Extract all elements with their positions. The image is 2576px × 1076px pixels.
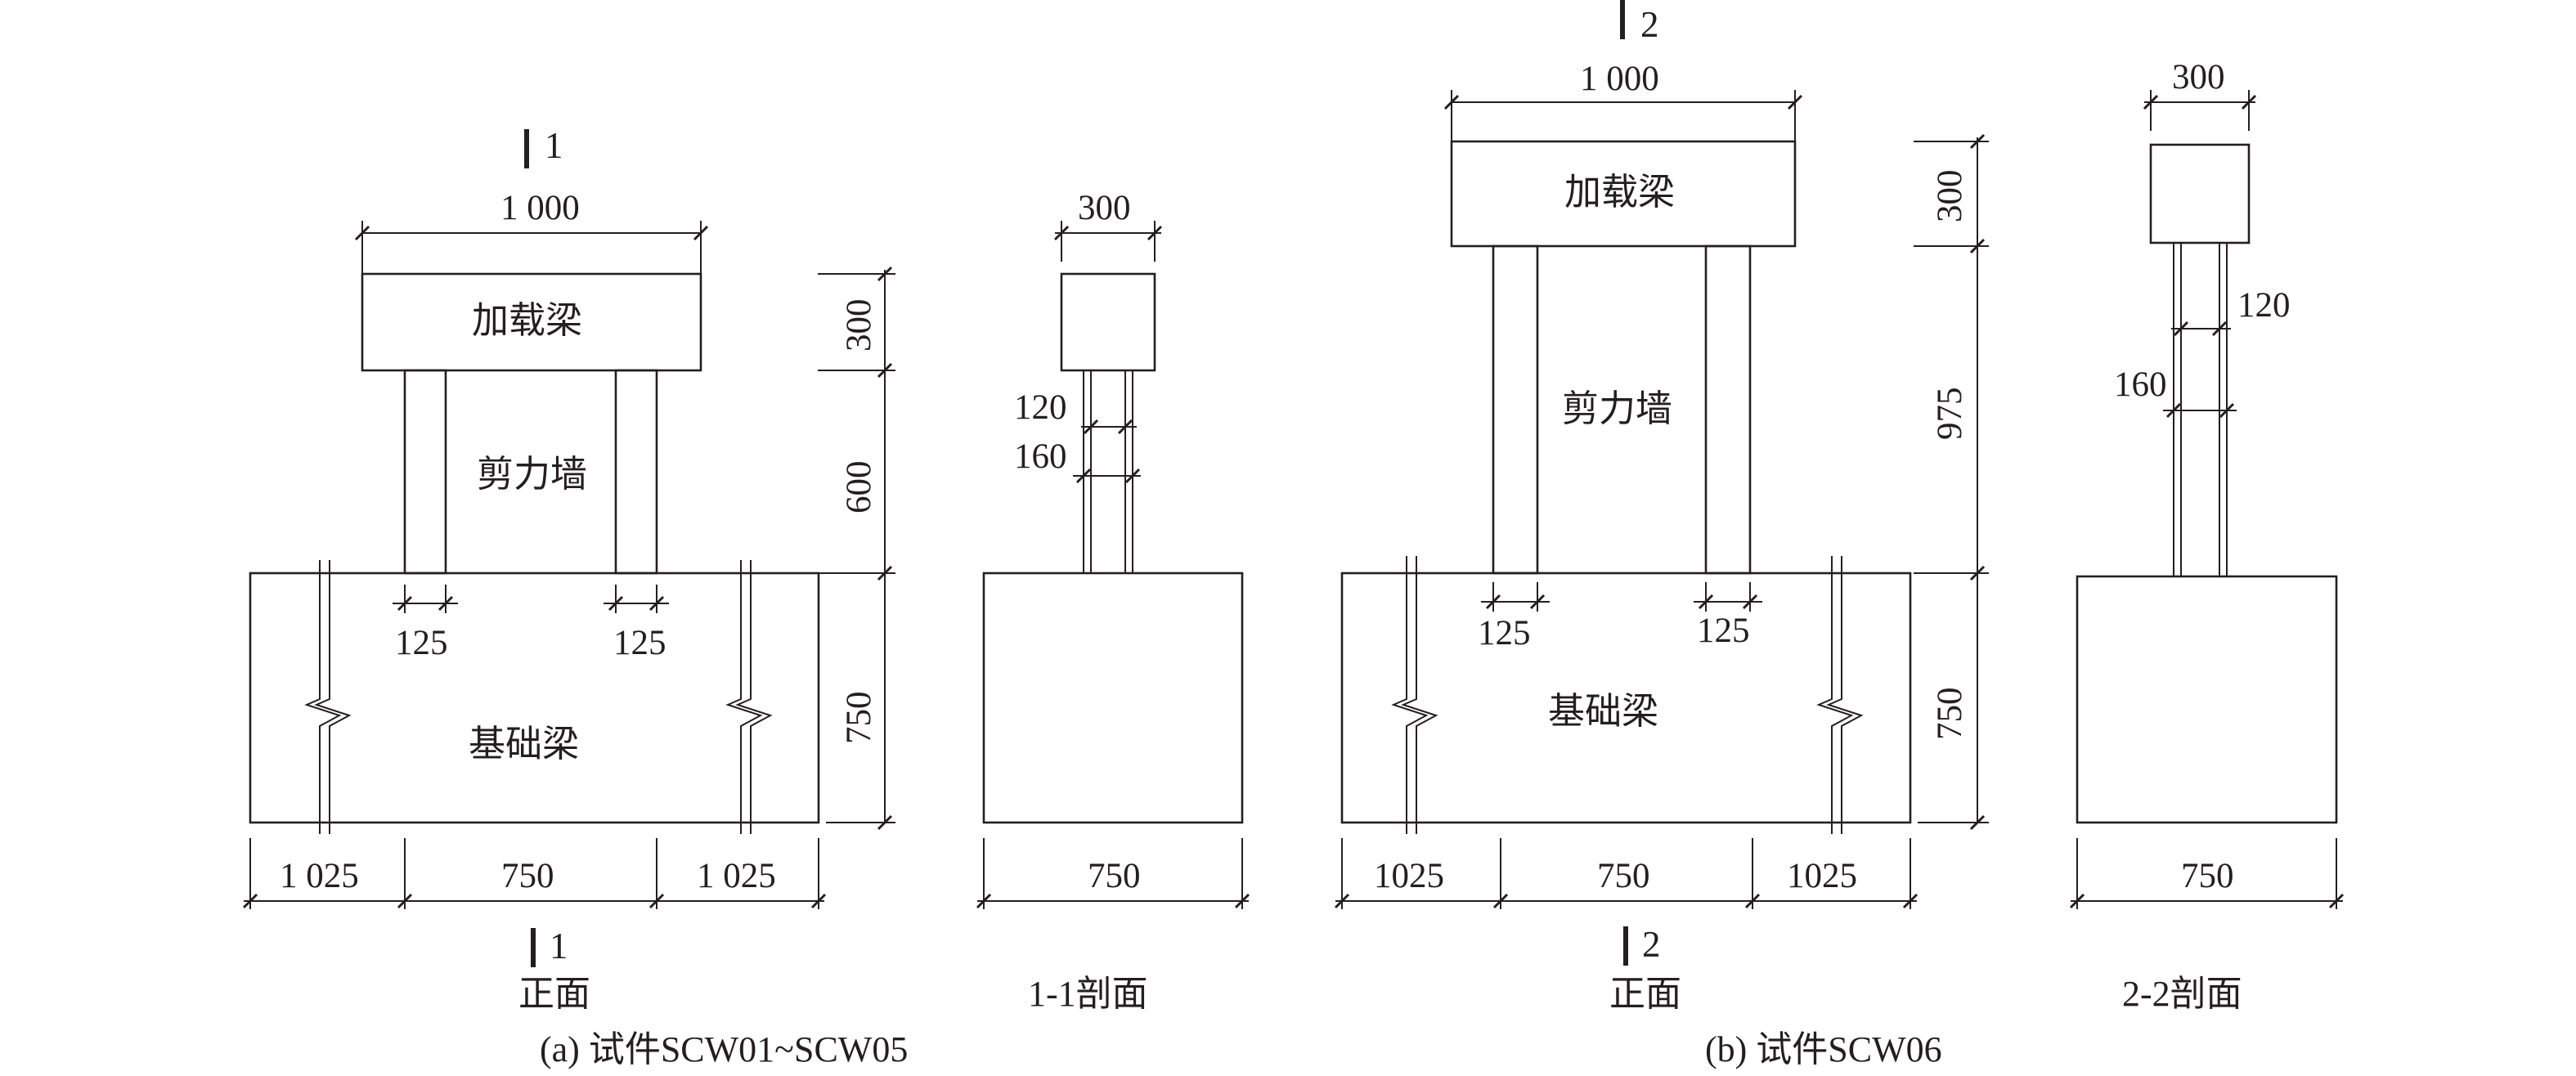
dim-found-height-text: 750	[1931, 688, 1969, 741]
section-bottom-width-text: 750	[1088, 857, 1141, 895]
dim-wall-left-text: 125	[395, 624, 448, 662]
dim-wall-right-text: 125	[613, 624, 666, 662]
dim-wall-right: 125	[1694, 582, 1762, 650]
foundation-beam	[249, 572, 820, 824]
dim-bottom-chain: 1025 750 1025	[1334, 838, 1919, 909]
section-foundation-beam	[2076, 575, 2338, 824]
dim-found-height-text: 750	[840, 692, 878, 745]
break-line-left	[1391, 556, 1438, 834]
dim-wall-right-text: 125	[1697, 612, 1750, 650]
panel-a-front: 1 1 000 加载梁 剪力墙 基础梁 125	[242, 125, 895, 1014]
section-loading-beam	[1060, 272, 1156, 372]
foundation-beam-label: 基础梁	[1548, 691, 1658, 732]
panel-b-section: 300 120 160 750 2-2剖面	[2069, 58, 2345, 1014]
front-view-label: 正面	[518, 974, 590, 1014]
section-bottom-width-text: 750	[2181, 857, 2234, 895]
dim-beam-height-text: 300	[1931, 170, 1969, 223]
panel-a-section: 300 120 160 750 1-1剖面	[976, 189, 1250, 1014]
dim-wall-left: 125	[1478, 582, 1550, 652]
foundation-beam-label: 基础梁	[469, 724, 579, 764]
dim-vertical-chain: 300 975 750	[1914, 133, 1989, 831]
dim-bottom-chain: 1 025 750 1 025	[242, 838, 827, 909]
loading-beam-label: 加载梁	[1564, 172, 1675, 213]
dim-wall-left-text: 125	[1478, 614, 1531, 652]
front-view-label: 正面	[1609, 974, 1681, 1014]
section-cut-number-bottom: 1	[550, 926, 568, 966]
dim-section-outer: 160	[1014, 437, 1141, 484]
dim-bottom-left-text: 1 025	[280, 857, 359, 895]
break-line-right	[1816, 556, 1864, 834]
shear-wall-label: 剪力墙	[1562, 388, 1672, 429]
dim-top-width-text: 1 000	[1580, 60, 1659, 98]
section-top-width-text: 300	[1078, 189, 1131, 227]
section-view-label: 1-1剖面	[1028, 974, 1148, 1014]
dim-section-outer: 160	[2114, 365, 2237, 419]
dim-section-top-width: 300	[1053, 189, 1163, 262]
panel-b-front: 2 1 000 加载梁 剪力墙 基础梁 125 1	[1334, 0, 1989, 1014]
dim-bottom-left-text: 1025	[1374, 857, 1444, 895]
section-foundation-beam	[982, 572, 1244, 824]
caption-b: (b) 试件SCW06	[1705, 1029, 1942, 1069]
shear-wall-left	[403, 369, 447, 575]
dim-bottom-right-text: 1 025	[697, 857, 776, 895]
dim-section-top-width: 300	[2143, 58, 2257, 131]
dim-bottom-mid-text: 750	[1597, 857, 1650, 895]
dim-top-width-text: 1 000	[500, 189, 580, 227]
section-cut-number-bottom: 2	[1642, 924, 1661, 965]
section-cut-number-top: 1	[545, 125, 563, 166]
section-outer-thick-text: 160	[1014, 437, 1067, 476]
loading-beam	[1450, 140, 1797, 248]
dim-bottom-right-text: 1025	[1787, 857, 1857, 895]
dim-beam-height-text: 300	[840, 299, 878, 352]
loading-beam	[361, 272, 702, 372]
dim-vertical-chain: 300 600 750	[818, 266, 895, 831]
shear-wall-label: 剪力墙	[477, 454, 587, 495]
dim-top-width: 1 000	[1443, 60, 1803, 141]
foundation-beam	[1340, 572, 1912, 824]
dim-section-bottom-width: 750	[2069, 838, 2345, 909]
dim-section-bottom-width: 750	[976, 838, 1250, 909]
shear-wall-left	[1492, 244, 1539, 575]
section-inner-thick-text: 120	[1014, 388, 1067, 427]
dim-wall-left: 125	[393, 585, 458, 662]
section-top-width-text: 300	[2172, 58, 2225, 96]
dim-wall-height-text: 975	[1931, 388, 1969, 441]
section-inner-thick-text: 120	[2237, 286, 2291, 325]
dim-section-inner: 120	[1014, 388, 1137, 435]
dim-bottom-mid-text: 750	[501, 857, 554, 895]
break-line-left	[304, 560, 352, 834]
section-loading-beam	[2149, 143, 2251, 244]
dim-top-width: 1 000	[354, 189, 709, 274]
caption-a: (a) 试件SCW01~SCW05	[540, 1029, 908, 1069]
section-outer-thick-text: 160	[2114, 365, 2167, 404]
dim-section-inner: 120	[2171, 286, 2291, 337]
dim-wall-height-text: 600	[840, 461, 878, 514]
shear-wall-right	[614, 369, 658, 575]
loading-beam-label: 加载梁	[472, 300, 582, 341]
shear-wall-right	[1704, 244, 1752, 575]
section-view-label: 2-2剖面	[2122, 974, 2242, 1014]
dim-wall-right: 125	[604, 585, 669, 662]
break-line-right	[725, 560, 773, 834]
section-cut-number-top: 2	[1640, 4, 1659, 45]
